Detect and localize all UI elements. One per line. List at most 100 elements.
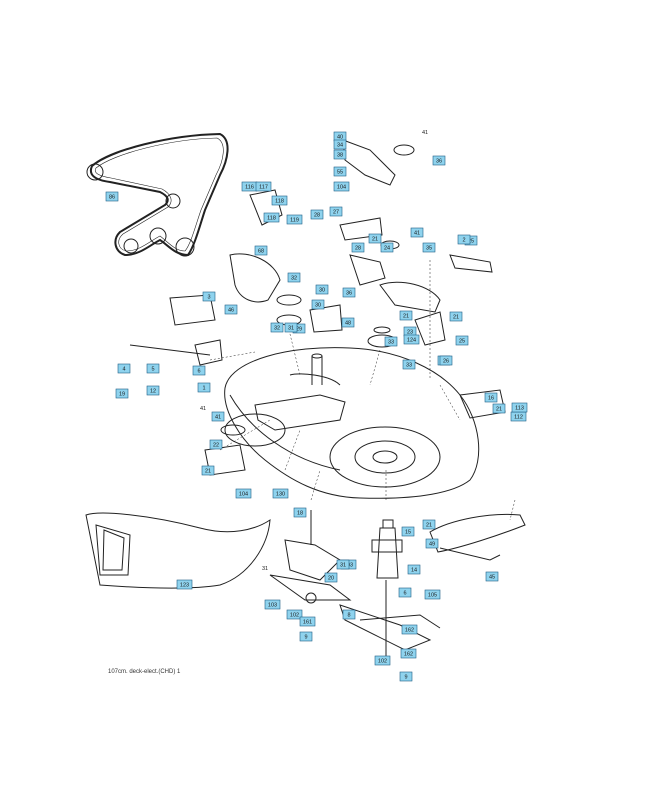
svg-text:5: 5: [151, 367, 154, 373]
callout-12: 12: [146, 385, 160, 396]
callout-33: 33: [402, 359, 416, 370]
callout-112: 112: [510, 411, 527, 422]
svg-text:21: 21: [426, 523, 432, 529]
svg-text:112: 112: [514, 415, 523, 421]
callout-117: 117: [255, 181, 272, 192]
svg-text:118: 118: [267, 216, 276, 222]
callout-20: 20: [324, 572, 338, 583]
svg-text:68: 68: [258, 249, 264, 255]
callout-28: 28: [310, 209, 324, 220]
callout-2: 2: [457, 234, 471, 245]
svg-text:49: 49: [429, 542, 435, 548]
label-31: 31: [262, 566, 268, 572]
callout-23: 23: [403, 326, 417, 337]
callout-45: 45: [485, 571, 499, 582]
callout-116: 116: [241, 181, 258, 192]
callout-40: 40: [333, 131, 347, 142]
callout-6: 6: [398, 587, 412, 598]
callout-9: 9: [399, 671, 413, 682]
leader-lines-drawing: [209, 260, 516, 521]
callout-34: 34: [333, 139, 347, 150]
callout-102: 102: [286, 609, 303, 620]
callout-113: 113: [511, 402, 528, 413]
svg-text:3: 3: [207, 295, 210, 301]
callout-68: 68: [254, 245, 268, 256]
svg-text:118: 118: [275, 199, 284, 205]
svg-text:30: 30: [315, 303, 321, 309]
callout-22: 22: [209, 439, 223, 450]
spindle-assembly-drawing: [220, 144, 441, 660]
callout-26: 26: [439, 355, 453, 366]
callout-25: 25: [455, 335, 469, 346]
svg-text:102: 102: [290, 613, 299, 619]
svg-text:36: 36: [346, 291, 352, 297]
callout-32: 32: [287, 272, 301, 283]
svg-text:28: 28: [314, 213, 320, 219]
callout-46: 46: [224, 304, 238, 315]
callout-119: 119: [286, 214, 303, 225]
callout-3: 3: [202, 291, 216, 302]
svg-text:21: 21: [372, 237, 378, 243]
callout-21: 21: [399, 310, 413, 321]
svg-text:31: 31: [288, 326, 294, 332]
callout-21: 21: [368, 233, 382, 244]
svg-text:16: 16: [488, 396, 494, 402]
svg-text:34: 34: [337, 143, 343, 149]
callout-16: 16: [484, 392, 498, 403]
svg-text:105: 105: [428, 593, 437, 599]
svg-text:20: 20: [328, 576, 334, 582]
callout-36: 36: [432, 155, 446, 166]
drive-belt-drawing: [86, 132, 229, 257]
callout-161: 161: [299, 616, 316, 627]
svg-text:36: 36: [436, 159, 442, 165]
svg-text:103: 103: [268, 603, 277, 609]
callout-123: 123: [176, 579, 193, 590]
svg-text:102: 102: [378, 659, 387, 665]
callout-21: 21: [449, 311, 463, 322]
callout-162: 162: [400, 648, 417, 659]
callout-4: 4: [117, 363, 131, 374]
svg-text:21: 21: [403, 314, 409, 320]
svg-text:55: 55: [337, 170, 343, 176]
callout-48: 48: [341, 317, 355, 328]
svg-text:8: 8: [347, 613, 350, 619]
callout-15: 15: [401, 526, 415, 537]
callout-30: 30: [315, 284, 329, 295]
callout-21: 21: [201, 465, 215, 476]
callout-38: 38: [333, 149, 347, 160]
callout-105: 105: [424, 589, 441, 600]
callout-1: 1: [197, 382, 211, 393]
svg-text:40: 40: [337, 135, 343, 141]
callout-49: 49: [425, 538, 439, 549]
callout-102: 102: [374, 655, 391, 666]
svg-text:19: 19: [119, 392, 125, 398]
callout-24: 24: [380, 242, 394, 253]
svg-text:24: 24: [384, 246, 390, 252]
callout-33: 33: [384, 336, 398, 347]
callout-162: 162: [401, 624, 418, 635]
svg-text:41: 41: [215, 415, 221, 421]
callout-21: 21: [422, 519, 436, 530]
callout-118: 118: [263, 212, 280, 223]
svg-text:22: 22: [213, 443, 219, 449]
svg-text:27: 27: [333, 210, 339, 216]
callout-32: 32: [270, 322, 284, 333]
svg-text:33: 33: [388, 340, 394, 346]
svg-text:45: 45: [489, 575, 495, 581]
callout-41: 41: [410, 227, 424, 238]
svg-text:38: 38: [337, 153, 343, 159]
svg-text:9: 9: [404, 675, 407, 681]
svg-text:6: 6: [197, 369, 200, 375]
svg-text:26: 26: [443, 359, 449, 365]
svg-text:46: 46: [228, 308, 234, 314]
svg-text:28: 28: [355, 246, 361, 252]
svg-text:33: 33: [406, 363, 412, 369]
deck-housing-drawing: [224, 347, 480, 499]
callout-55: 55: [333, 166, 347, 177]
label-41-top: 41: [422, 130, 428, 136]
svg-text:123: 123: [180, 583, 189, 589]
callout-103: 103: [264, 599, 281, 610]
svg-text:86: 86: [109, 195, 115, 201]
callout-21: 21: [492, 403, 506, 414]
